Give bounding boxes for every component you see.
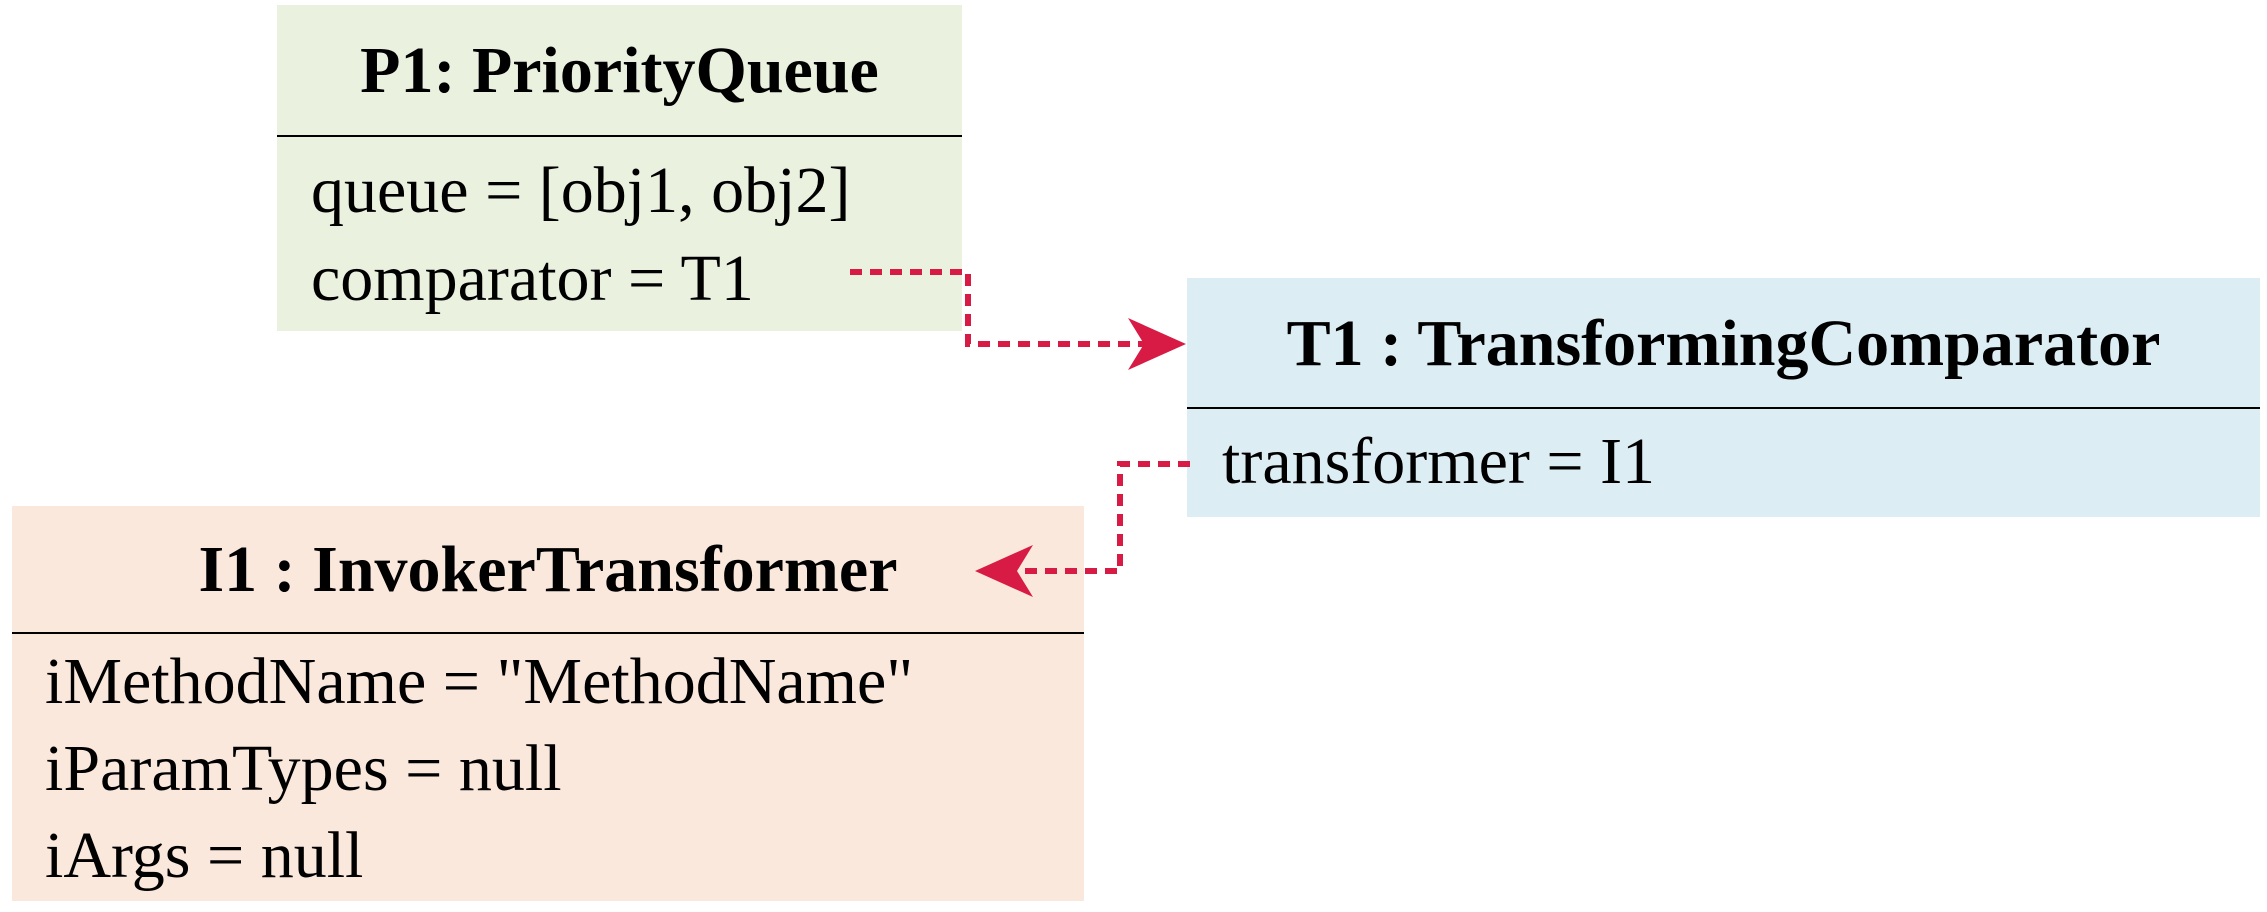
transformingcomparator-object-box: T1 : TransformingComparator transformer …: [1187, 278, 2260, 517]
invokertransformer-field-list: iMethodName = "MethodName" iParamTypes =…: [12, 634, 1084, 899]
priorityqueue-object-box: P1: PriorityQueue queue = [obj1, obj2] c…: [277, 5, 962, 331]
priorityqueue-field-list: queue = [obj1, obj2] comparator = T1: [277, 137, 962, 323]
imethodname-field: iMethodName = "MethodName": [45, 645, 914, 718]
priorityqueue-object-title: P1: PriorityQueue: [277, 5, 962, 137]
iparamtypes-field: iParamTypes = null: [45, 732, 562, 805]
iargs-field: iArgs = null: [45, 819, 364, 892]
queue-field: queue = [obj1, obj2]: [311, 154, 851, 227]
invokertransformer-object-box: I1 : InvokerTransformer iMethodName = "M…: [12, 506, 1084, 901]
arrowhead-icon: [1128, 318, 1186, 370]
comparator-field: comparator = T1: [311, 242, 754, 315]
transformingcomparator-object-title: T1 : TransformingComparator: [1187, 278, 2260, 409]
invokertransformer-object-title: I1 : InvokerTransformer: [12, 506, 1084, 634]
transformingcomparator-field-list: transformer = I1: [1187, 409, 2260, 515]
transformer-field: transformer = I1: [1222, 425, 1656, 498]
